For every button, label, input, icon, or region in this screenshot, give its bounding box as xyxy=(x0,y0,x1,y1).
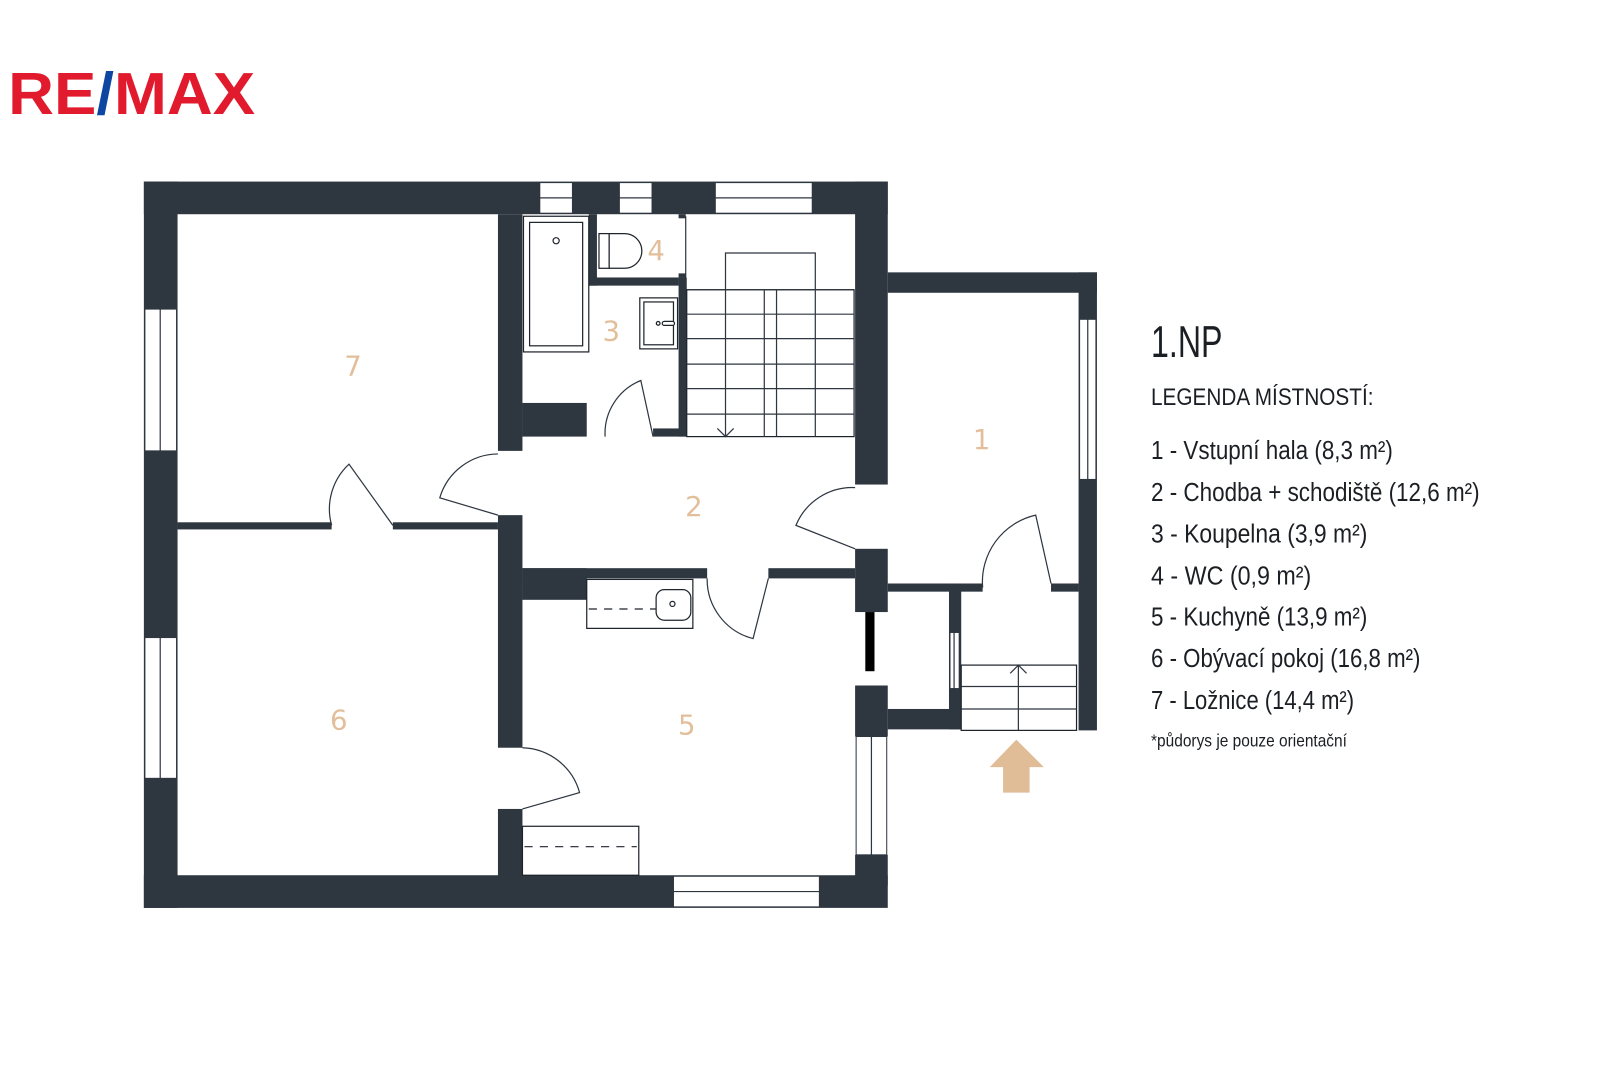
wall-left xyxy=(143,181,178,908)
room-label-2: 2 xyxy=(685,491,703,523)
wall-corridor-kitchen-thick xyxy=(522,568,587,600)
door-bathroom xyxy=(604,379,654,437)
wall-bar xyxy=(865,612,875,672)
wall-corridor-kitchen-right xyxy=(768,568,856,579)
sink-tap xyxy=(661,320,676,327)
wall-hall-top xyxy=(887,272,1097,293)
toilet-bowl xyxy=(608,232,643,269)
windows xyxy=(144,182,1097,908)
floor-title: 1.NP xyxy=(1151,316,1222,367)
door-6-5 xyxy=(522,747,581,810)
wall-center-mid xyxy=(497,515,523,748)
staircase-steps xyxy=(686,252,855,438)
door-2-1 xyxy=(795,486,856,550)
legend-heading: LEGENDA MÍSTNOSTÍ: xyxy=(1151,384,1373,411)
room-label-1: 1 xyxy=(973,424,991,456)
legend: 1.NP LEGENDA MÍSTNOSTÍ: 1 - Vstupní hala… xyxy=(1151,316,1480,751)
wall-bath-bottom-right xyxy=(653,428,687,437)
legend-item: 7 - Ložnice (14,4 m²) xyxy=(1151,687,1354,715)
partition-7-6-left xyxy=(177,522,332,530)
legend-item: 5 - Kuchyně (13,9 m²) xyxy=(1151,603,1367,631)
wc-jamb-bottom xyxy=(678,273,686,278)
wc-jamb-top xyxy=(678,214,686,219)
door-1-entry xyxy=(981,514,1052,588)
fixtures xyxy=(521,215,1078,876)
legend-item: 1 - Vstupní hala (8,3 m²) xyxy=(1151,437,1393,465)
wall-right-lower xyxy=(855,685,888,737)
wall-right-mid xyxy=(855,548,888,613)
wall-closet-bottom xyxy=(887,708,962,730)
wall-bath-bottom xyxy=(522,402,587,437)
room-label-4: 4 xyxy=(647,235,665,267)
room-labels: 1 2 3 4 5 6 7 xyxy=(330,235,990,741)
room-label-3: 3 xyxy=(602,316,620,348)
wall-bath-stairs xyxy=(678,277,687,437)
remax-logo: RE/MAX xyxy=(8,60,255,127)
wall-right-corner xyxy=(855,854,888,886)
door-2-5 xyxy=(706,578,769,640)
wall-center-upper xyxy=(497,214,523,451)
wall-hall-bottom-left xyxy=(887,583,983,592)
walls xyxy=(143,181,1097,908)
wall-center-lower xyxy=(497,808,523,881)
legend-item: 3 - Koupelna (3,9 m²) xyxy=(1151,521,1367,549)
kitchen-sink-drain xyxy=(669,600,676,608)
wall-wc-bottom xyxy=(588,277,679,286)
legend-item: 6 - Obývací pokoj (16,8 m²) xyxy=(1151,645,1420,673)
room-label-6: 6 xyxy=(330,704,348,736)
legend-item: 2 - Chodba + schodiště (12,6 m²) xyxy=(1151,479,1480,507)
legend-note: *půdorys je pouze orientační xyxy=(1151,731,1347,751)
bathtub-drain xyxy=(552,237,560,245)
kitchen-counter-2 xyxy=(521,825,640,876)
sink-drain xyxy=(655,320,661,326)
entrance-arrow-icon xyxy=(989,739,1044,793)
wall-right-upper xyxy=(855,181,888,485)
wall-bath-wc xyxy=(588,214,597,286)
door-2-7 xyxy=(439,453,499,516)
legend-item: 4 - WC (0,9 m²) xyxy=(1151,563,1311,591)
room-label-5: 5 xyxy=(678,709,696,741)
wall-hall-bottom-right xyxy=(1051,583,1079,592)
partition-7-6-right xyxy=(392,522,498,530)
room-label-7: 7 xyxy=(344,350,362,382)
doors xyxy=(328,379,1052,810)
door-7-6 xyxy=(328,463,394,526)
toilet-tank xyxy=(598,232,610,269)
wall-corridor-kitchen xyxy=(522,568,708,579)
entry-steps-lines xyxy=(961,664,1077,731)
